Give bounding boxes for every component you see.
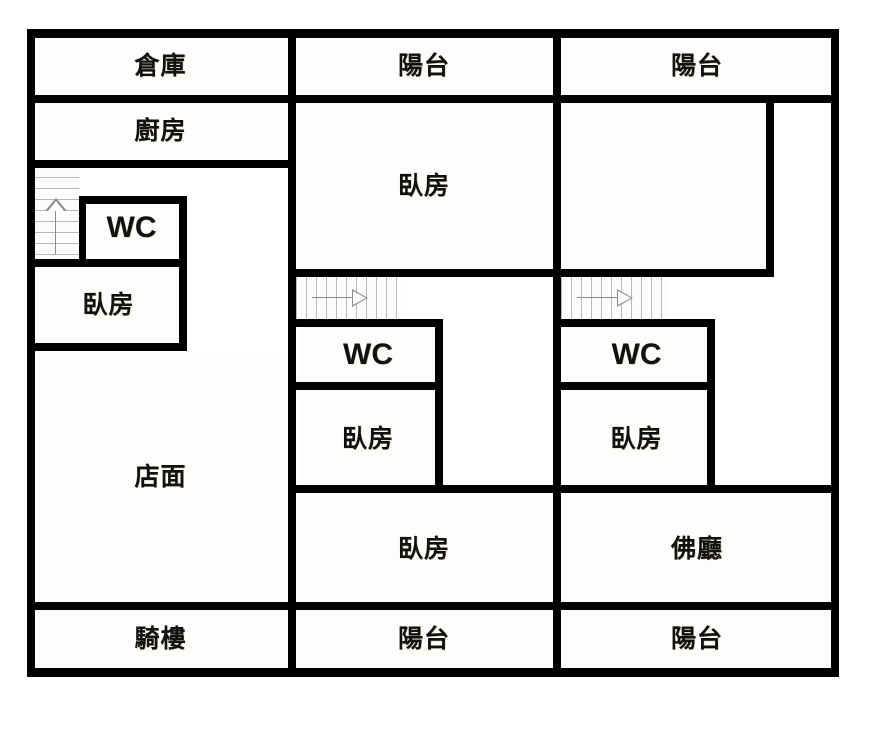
stairs-left: [33, 166, 79, 262]
stairs-right: [561, 277, 666, 319]
stair-tread: [33, 254, 79, 255]
stair-direction-arrow-shaft: [55, 210, 56, 254]
room-bedroom-mid-top: 臥房: [296, 103, 552, 270]
wall-right-wc-bottom: [561, 382, 715, 390]
stair-tread: [296, 277, 297, 319]
wall-storage-kitchen-divider: [27, 95, 296, 103]
room-wc-right: WC: [566, 327, 707, 382]
stair-tread: [306, 277, 307, 319]
room-label-balcony-right-top: 陽台: [670, 52, 723, 80]
wall-bedroom-left-right: [179, 259, 187, 351]
room-label-balcony-right-bottom: 陽台: [670, 624, 723, 653]
room-shopfront: 店面: [33, 352, 288, 602]
wall-mid-bedroom-balcony-divider: [288, 602, 561, 610]
stair-tread: [316, 277, 317, 319]
stair-tread: [33, 177, 79, 178]
wall-mid-wc-top: [296, 319, 443, 327]
wall-exterior-bottom: [27, 668, 839, 677]
room-label-bedroom-mid-bottom: 臥房: [397, 535, 450, 563]
room-bedroom-left: 臥房: [36, 267, 181, 343]
wall-mid-bedroom-small-bottom: [288, 485, 561, 493]
wall-wc-left-right: [179, 196, 187, 259]
room-label-wc-mid: WC: [343, 337, 393, 371]
room-buddha-hall: 佛廳: [561, 497, 833, 602]
stair-tread: [346, 277, 347, 319]
room-label-arcade: 騎樓: [134, 624, 187, 653]
room-balcony-right-bottom: 陽台: [561, 610, 833, 668]
stair-tread: [396, 277, 397, 319]
room-label-kitchen: 廚房: [134, 117, 187, 145]
stair-tread: [561, 277, 562, 319]
stair-direction-arrow-up-icon: [45, 198, 67, 211]
wall-bedroom-left-bottom: [27, 343, 187, 351]
wall-right-wc-right: [707, 319, 715, 493]
room-storage: 倉庫: [33, 38, 288, 95]
room-label-storage: 倉庫: [134, 52, 187, 80]
wall-right-wc-top: [561, 319, 715, 327]
room-right-top-unlabeled: [561, 103, 766, 270]
stair-direction-arrow-right-icon: [352, 289, 368, 307]
wall-right-top-room-bottom: [553, 269, 774, 277]
wall-balcony-right-top-bottom: [553, 95, 839, 103]
stair-tread: [651, 277, 652, 319]
stair-tread: [33, 221, 79, 222]
wall-mid-wc-bottom: [296, 382, 443, 390]
stair-tread: [591, 277, 592, 319]
stair-tread: [661, 277, 662, 319]
stair-tread: [601, 277, 602, 319]
wall-balcony-mid-top-bottom: [288, 95, 561, 103]
wall-exterior-left: [27, 29, 35, 677]
stair-direction-arrow-right-icon: [617, 289, 633, 307]
wall-exterior-right: [831, 29, 839, 677]
wall-right-top-room-right: [766, 95, 774, 277]
room-label-buddha-hall: 佛廳: [670, 535, 723, 563]
wall-mid-wc-right: [435, 319, 443, 493]
wall-left-stairs-bottom: [27, 259, 187, 267]
stair-tread: [326, 277, 327, 319]
stair-tread: [33, 243, 79, 244]
stair-tread: [336, 277, 337, 319]
stairs-middle: [296, 277, 401, 319]
room-label-wc-left: WC: [106, 210, 157, 244]
wall-bedroom-mid-top-bottom: [288, 269, 561, 277]
room-label-wc-right: WC: [611, 337, 662, 371]
room-balcony-right-top: 陽台: [561, 38, 833, 95]
room-bedroom-mid-bottom: 臥房: [296, 497, 552, 602]
stair-tread: [571, 277, 572, 319]
stair-tread: [33, 232, 79, 233]
room-arcade: 騎樓: [33, 610, 288, 668]
room-kitchen: 廚房: [33, 103, 288, 160]
room-balcony-mid-bottom: 陽台: [296, 610, 552, 668]
stair-tread: [376, 277, 377, 319]
room-label-bedroom-mid-top: 臥房: [397, 172, 450, 200]
wall-shopfront-arcade-divider: [27, 602, 296, 610]
room-label-balcony-mid-bottom: 陽台: [397, 624, 450, 653]
room-label-bedroom-right-small: 臥房: [610, 424, 663, 453]
stair-tread: [641, 277, 642, 319]
wall-right-bedroom-small-bottom: [553, 485, 839, 493]
wall-right-hall-balcony-divider: [553, 602, 839, 610]
wall-wc-left-top: [79, 196, 187, 204]
wall-vertical-left-middle: [288, 29, 296, 677]
stair-tread: [33, 188, 79, 189]
stair-direction-arrow-shaft: [312, 297, 354, 298]
stair-direction-arrow-shaft: [577, 297, 619, 298]
wall-exterior-top: [27, 29, 839, 38]
room-label-bedroom-mid-small: 臥房: [341, 424, 394, 453]
room-wc-mid: WC: [301, 327, 435, 382]
room-wc-left: WC: [84, 204, 179, 251]
room-bedroom-mid-small: 臥房: [301, 393, 435, 485]
room-label-bedroom-left: 臥房: [82, 290, 135, 319]
room-bedroom-right-small: 臥房: [566, 393, 707, 485]
wall-kitchen-bottom: [27, 160, 296, 168]
room-balcony-mid-top: 陽台: [296, 38, 552, 95]
room-label-balcony-mid-top: 陽台: [397, 52, 450, 80]
stair-tread: [386, 277, 387, 319]
stair-tread: [611, 277, 612, 319]
wall-wc-left-left: [79, 196, 86, 259]
stair-tread: [581, 277, 582, 319]
room-label-shopfront: 店面: [134, 462, 187, 491]
wall-vertical-middle-right: [553, 29, 561, 677]
